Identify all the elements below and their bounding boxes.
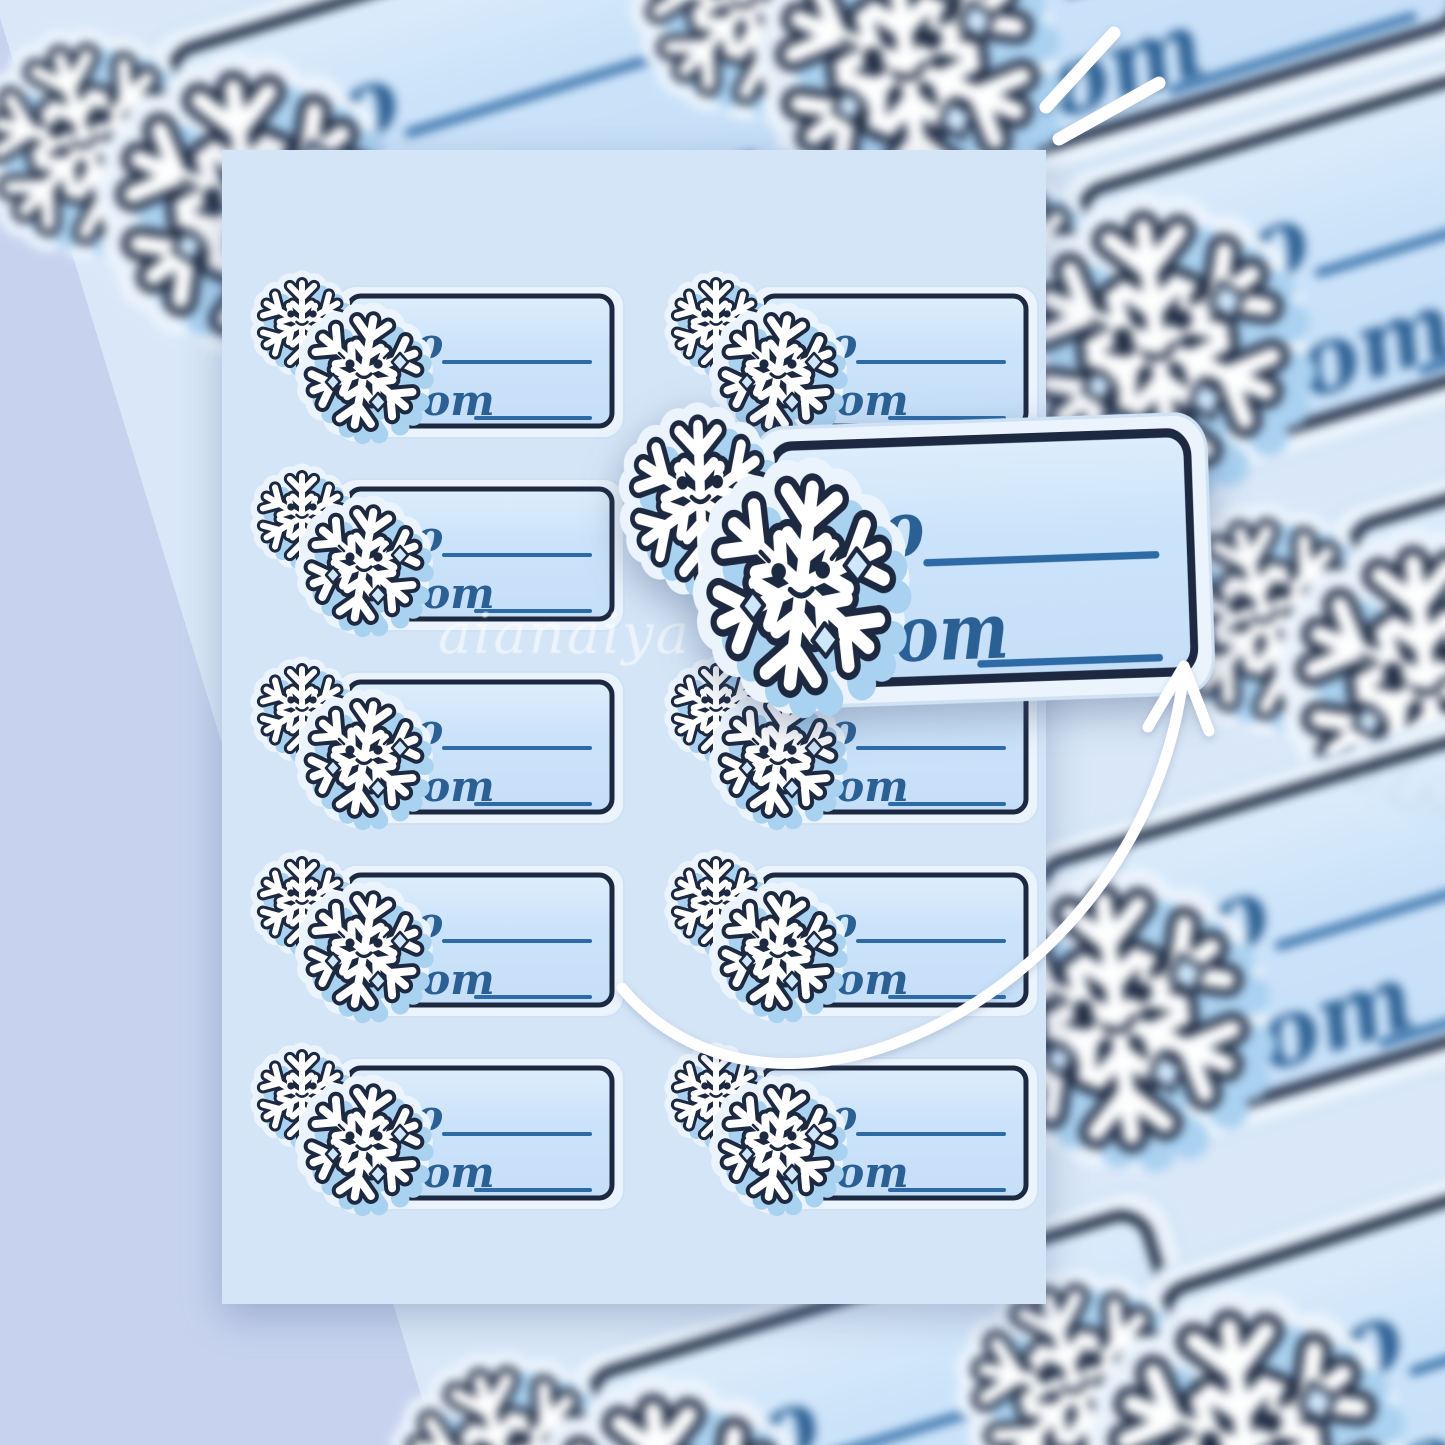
gift-tag-sticker <box>248 857 648 1032</box>
gift-tag-sticker <box>662 1050 1062 1225</box>
gift-tag-sticker <box>248 278 648 453</box>
gift-tag-sticker <box>248 1050 648 1225</box>
enlarged-sticker-preview <box>613 397 1254 741</box>
gift-tag-sticker <box>662 857 1062 1032</box>
gift-tag-sticker <box>248 664 648 839</box>
